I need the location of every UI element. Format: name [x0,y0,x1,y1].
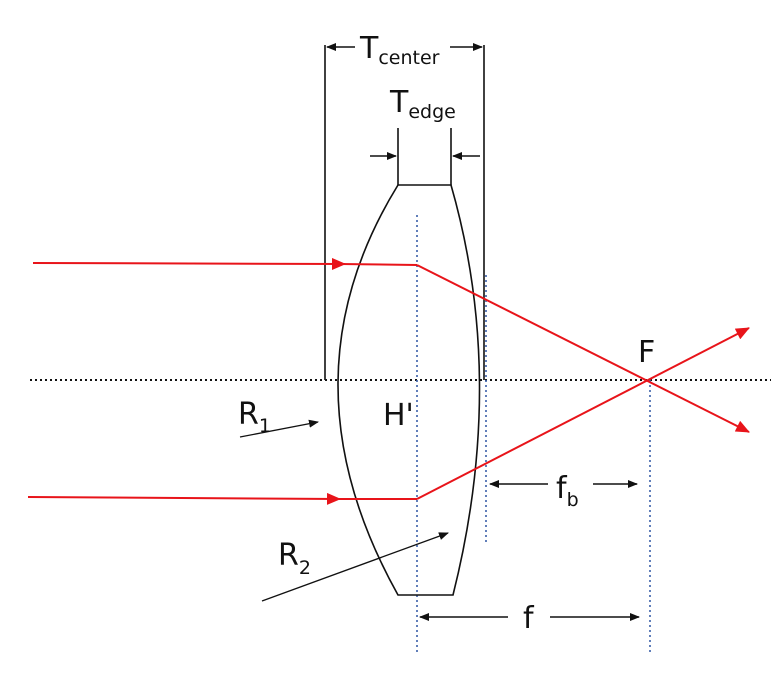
upper-ray-in-lens [339,263,418,266]
lower-refracted-ray [416,327,750,500]
upper-incoming-ray [32,257,346,270]
lens-outline [337,184,481,596]
upper-refracted-ray [416,264,750,433]
lower-incoming-ray [27,492,341,505]
tcenter-main: T [359,31,379,66]
fb-main: f [556,471,568,506]
principal-plane-label: H' [383,398,414,433]
r2-pointer-arrow [261,532,449,602]
r2-main: R [278,538,299,573]
fb-sub: b [567,489,579,511]
tedge-sub: edge [408,101,456,123]
f-label: f [523,601,535,636]
r2-label: R2 [278,538,311,579]
focal-point-label: F [638,335,655,370]
r1-main: R [238,397,259,432]
tedge-label: Tedge [389,85,456,123]
fb-label: fb [556,471,579,511]
tcenter-label: Tcenter [359,31,440,69]
tedge-main: T [389,85,409,120]
r1-pointer-arrow [239,419,319,438]
tcenter-sub: center [378,47,439,69]
r1-label: R1 [238,397,271,437]
r1-sub: 1 [259,415,271,437]
r2-sub: 2 [299,557,311,579]
